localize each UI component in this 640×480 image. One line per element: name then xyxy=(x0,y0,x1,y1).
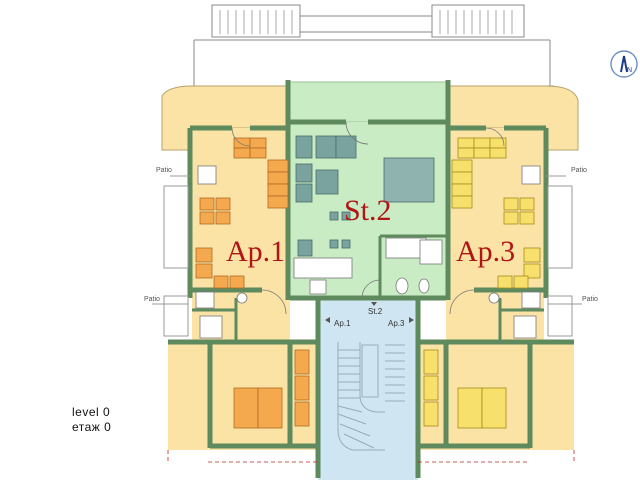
compass-label: N xyxy=(627,67,632,74)
stairwell xyxy=(318,300,418,480)
apt1-furniture xyxy=(195,137,310,429)
stair-ap1-label: Ap.1 xyxy=(334,319,351,328)
stair-arrows xyxy=(325,302,414,323)
apt3-furniture xyxy=(423,137,541,429)
stair-ap3-label: Ap.3 xyxy=(388,319,405,328)
apt1-appliances xyxy=(195,165,248,339)
studio-fixtures xyxy=(293,237,443,295)
studio-2-label: St.2 xyxy=(344,194,392,227)
patio-right-top-label: Patio xyxy=(571,167,587,174)
compass-icon: N xyxy=(610,50,638,78)
patio-left-bottom-label: Patio xyxy=(144,296,160,303)
interior-walls xyxy=(192,234,544,342)
studio-2 xyxy=(289,81,447,300)
walls xyxy=(168,80,574,478)
apartment-1-label: Ap.1 xyxy=(226,235,285,268)
patio-left-top-label: Patio xyxy=(156,167,172,174)
doors xyxy=(231,121,505,315)
level-bulgarian: етаж 0 xyxy=(72,420,112,434)
studio-furniture xyxy=(295,135,435,257)
bottom-outline xyxy=(167,450,575,463)
top-balcony xyxy=(190,4,554,87)
level-english: level 0 xyxy=(72,405,111,419)
patios-left xyxy=(152,175,582,337)
level-caption: level 0 етаж 0 xyxy=(72,405,111,435)
apartment-3-label: Ap.3 xyxy=(456,235,515,268)
top-stairs xyxy=(219,10,513,34)
patio-right-bottom-label: Patio xyxy=(582,296,598,303)
stair-st2-label: St.2 xyxy=(368,307,383,316)
apt3-appliances xyxy=(488,165,541,339)
